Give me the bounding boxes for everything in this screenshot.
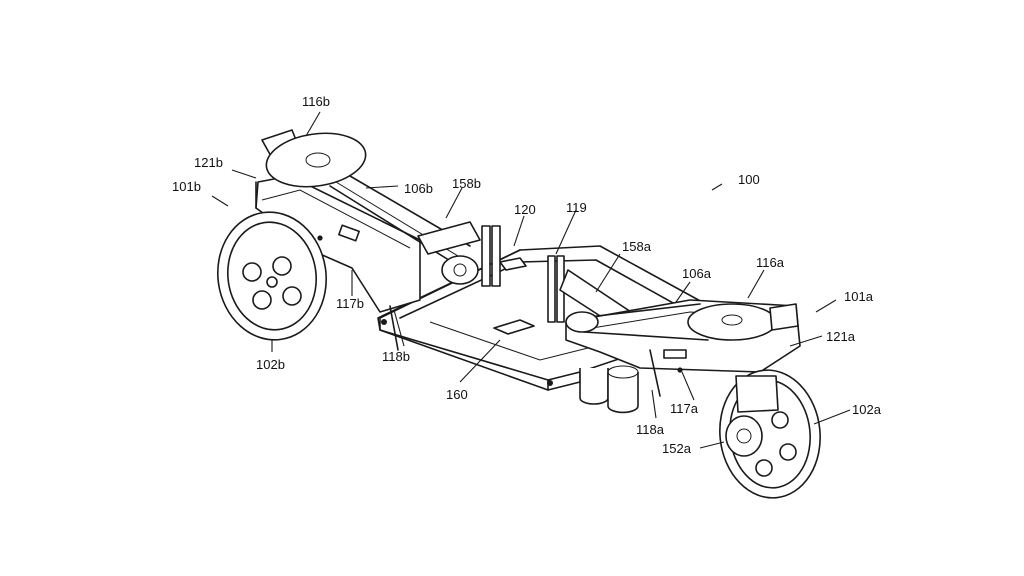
label-118a: 118a — [636, 422, 664, 437]
left-wheel — [216, 211, 328, 341]
motor-cylinders — [579, 365, 639, 414]
label-152a: 152a — [662, 441, 691, 456]
label-117a: 117a — [670, 401, 698, 416]
label-158a: 158a — [622, 239, 651, 254]
label-101a: 101a — [844, 289, 873, 304]
label-121b: 121b — [194, 155, 223, 170]
right-wheel — [719, 369, 821, 499]
label-106a: 106a — [682, 266, 711, 281]
label-101b: 101b — [172, 179, 201, 194]
label-117b: 117b — [336, 296, 364, 311]
label-121a: 121a — [826, 329, 855, 344]
sensor-pad — [493, 319, 535, 335]
label-118b: 118b — [382, 349, 410, 364]
label-102b: 102b — [256, 357, 285, 372]
label-120: 120 — [514, 202, 536, 217]
label-119: 119 — [566, 200, 587, 215]
right-leg-assembly — [547, 255, 801, 397]
left-leg-assembly — [255, 129, 501, 351]
label-116b: 116b — [302, 94, 330, 109]
label-100: 100 — [738, 172, 760, 187]
leader-lines — [211, 111, 851, 449]
label-106b: 106b — [404, 181, 433, 196]
label-116a: 116a — [756, 255, 784, 270]
label-160: 160 — [446, 387, 468, 402]
label-102a: 102a — [852, 402, 881, 417]
label-158b: 158b — [452, 176, 481, 191]
